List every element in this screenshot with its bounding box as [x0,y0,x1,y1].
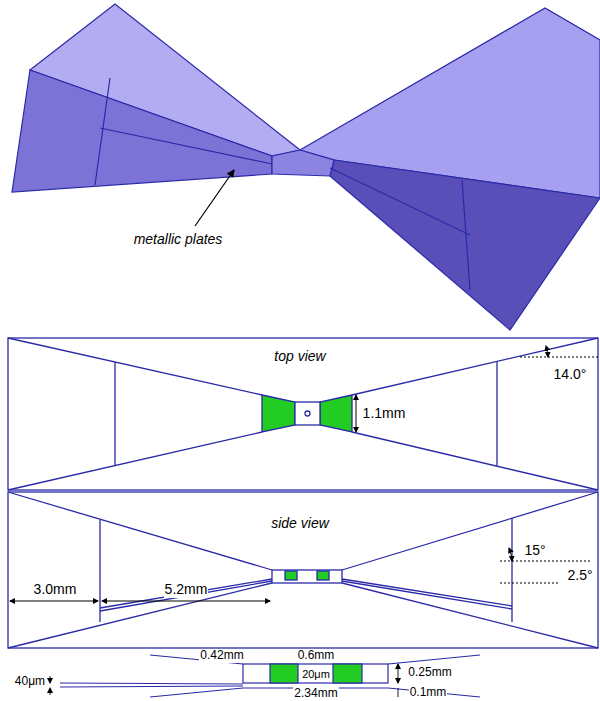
dimension-lines [50,664,398,697]
length-dimension: 2.34mm [293,687,338,700]
length-dimension: 40μm [14,675,46,688]
view-title: top view [273,349,326,364]
length-dimension: 20μm [301,668,331,680]
length-dimension: 0.42mm [199,649,244,662]
top-view [8,338,598,490]
dimension-lines [10,548,590,601]
part-name: metallic plates [133,232,224,247]
angle-dimension: 14.0° [553,367,588,382]
angle-dimension: 2.5° [566,568,593,583]
leader-line [195,170,234,226]
length-dimension: 5.2mm [164,582,209,597]
length-dimension: 0.1mm [409,686,448,699]
view-title: side view [270,516,330,531]
length-dimension: 0.25mm [407,666,452,679]
side-view [8,492,598,648]
angle-dimension: 15° [523,543,546,558]
length-dimension: 1.1mm [362,406,407,421]
length-dimension: 3.0mm [33,582,78,597]
length-dimension: 0.6mm [297,649,336,662]
dimension-lines [356,346,598,432]
horn-3d [12,4,600,330]
